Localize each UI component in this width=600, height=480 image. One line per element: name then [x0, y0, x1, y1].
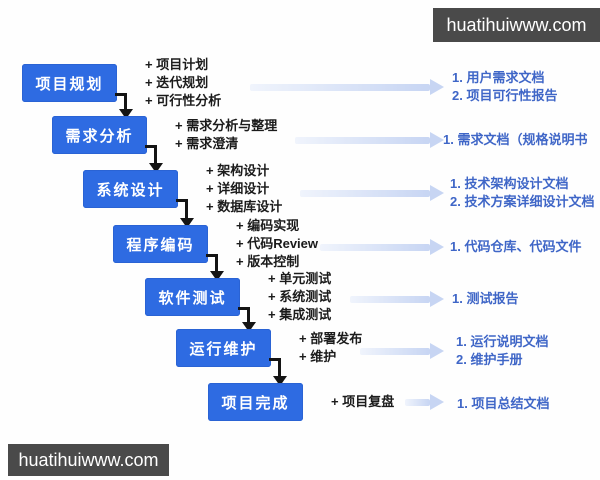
output-item: 2. 项目可行性报告 — [452, 88, 558, 103]
flow-arrowhead-icon — [430, 343, 444, 359]
flow-arrow-icon — [360, 348, 430, 355]
flow-arrow-icon — [405, 399, 430, 406]
stage-inputs-1: + 项目计划 + 迭代规划 + 可行性分析 — [145, 56, 221, 110]
output-item: 1. 代码仓库、代码文件 — [450, 239, 582, 254]
down-arrow-icon — [210, 271, 224, 281]
stage-box-3: 系统设计 — [83, 170, 178, 208]
input-item: + 代码Review — [236, 236, 319, 251]
stage-outputs-4: 1. 代码仓库、代码文件 — [450, 238, 581, 256]
flow-arrowhead-icon — [430, 291, 444, 307]
stage-box-7: 项目完成 — [208, 383, 303, 421]
stage-inputs-2: + 需求分析与整理 + 需求澄清 — [175, 117, 277, 153]
stage-outputs-3: 1. 技术架构设计文档 2. 技术方案详细设计文档 — [450, 175, 594, 211]
input-item: + 项目复盘 — [331, 394, 395, 409]
input-item: + 编码实现 — [236, 218, 300, 233]
output-item: 1. 技术架构设计文档 — [450, 176, 569, 191]
stage-inputs-7: + 项目复盘 — [331, 393, 394, 411]
stage-outputs-6: 1. 运行说明文档 2. 维护手册 — [456, 333, 548, 369]
flow-arrow-icon — [250, 84, 430, 91]
input-item: + 详细设计 — [206, 181, 270, 196]
input-item: + 维护 — [299, 349, 337, 364]
connector-line — [115, 93, 126, 96]
down-arrow-icon — [242, 322, 256, 332]
output-item: 1. 需求文档（规格说明书 — [443, 132, 588, 147]
output-item: 1. 测试报告 — [452, 291, 519, 306]
input-item: + 集成测试 — [268, 307, 332, 322]
connector-line — [278, 358, 281, 376]
stage-box-6: 运行维护 — [176, 329, 271, 367]
connector-line — [238, 307, 249, 310]
connector-line — [176, 199, 187, 202]
input-item: + 迭代规划 — [145, 75, 209, 90]
stage-box-1: 项目规划 — [22, 64, 117, 102]
flow-arrow-icon — [300, 190, 430, 197]
flow-arrow-icon — [350, 296, 430, 303]
stage-box-5: 软件测试 — [145, 278, 240, 316]
stage-inputs-6: + 部署发布 + 维护 — [299, 330, 362, 366]
connector-line — [124, 93, 127, 109]
output-item: 1. 运行说明文档 — [456, 334, 549, 349]
stage-inputs-5: + 单元测试 + 系统测试 + 集成测试 — [268, 270, 331, 324]
input-item: + 架构设计 — [206, 163, 270, 178]
stage-inputs-4: + 编码实现 + 代码Review + 版本控制 — [236, 217, 318, 271]
connector-line — [247, 307, 250, 322]
input-item: + 项目计划 — [145, 57, 209, 72]
connector-line — [154, 145, 157, 163]
flow-arrow-icon — [295, 137, 430, 144]
stage-outputs-1: 1. 用户需求文档 2. 项目可行性报告 — [452, 69, 557, 105]
output-item: 2. 维护手册 — [456, 352, 523, 367]
down-arrow-icon — [180, 218, 194, 228]
output-item: 1. 项目总结文档 — [457, 396, 550, 411]
input-item: + 系统测试 — [268, 289, 332, 304]
watermark-bottom-left: huatihuiwww.com — [8, 444, 169, 476]
stage-outputs-5: 1. 测试报告 — [452, 290, 518, 308]
stage-outputs-7: 1. 项目总结文档 — [457, 395, 549, 413]
input-item: + 需求分析与整理 — [175, 118, 278, 133]
output-item: 2. 技术方案详细设计文档 — [450, 194, 595, 209]
flow-arrow-icon — [320, 244, 430, 251]
down-arrow-icon — [119, 109, 133, 119]
connector-line — [269, 358, 280, 361]
connector-line — [145, 145, 156, 148]
flow-arrowhead-icon — [430, 185, 444, 201]
output-item: 1. 用户需求文档 — [452, 70, 545, 85]
down-arrow-icon — [149, 163, 163, 173]
input-item: + 数据库设计 — [206, 199, 283, 214]
flow-arrowhead-icon — [430, 132, 444, 148]
flow-arrowhead-icon — [430, 239, 444, 255]
connector-line — [215, 254, 218, 271]
connector-line — [185, 199, 188, 218]
stage-outputs-2: 1. 需求文档（规格说明书 — [443, 131, 587, 149]
input-item: + 可行性分析 — [145, 93, 222, 108]
input-item: + 版本控制 — [236, 254, 300, 269]
flow-arrowhead-icon — [430, 394, 444, 410]
down-arrow-icon — [273, 376, 287, 386]
stage-inputs-3: + 架构设计 + 详细设计 + 数据库设计 — [206, 162, 282, 216]
stage-box-2: 需求分析 — [52, 116, 147, 154]
connector-line — [206, 254, 217, 257]
flow-arrowhead-icon — [430, 79, 444, 95]
watermark-top-right: huatihuiwww.com — [433, 8, 600, 42]
stage-box-4: 程序编码 — [113, 225, 208, 263]
input-item: + 需求澄清 — [175, 136, 239, 151]
input-item: + 部署发布 — [299, 331, 363, 346]
input-item: + 单元测试 — [268, 271, 332, 286]
